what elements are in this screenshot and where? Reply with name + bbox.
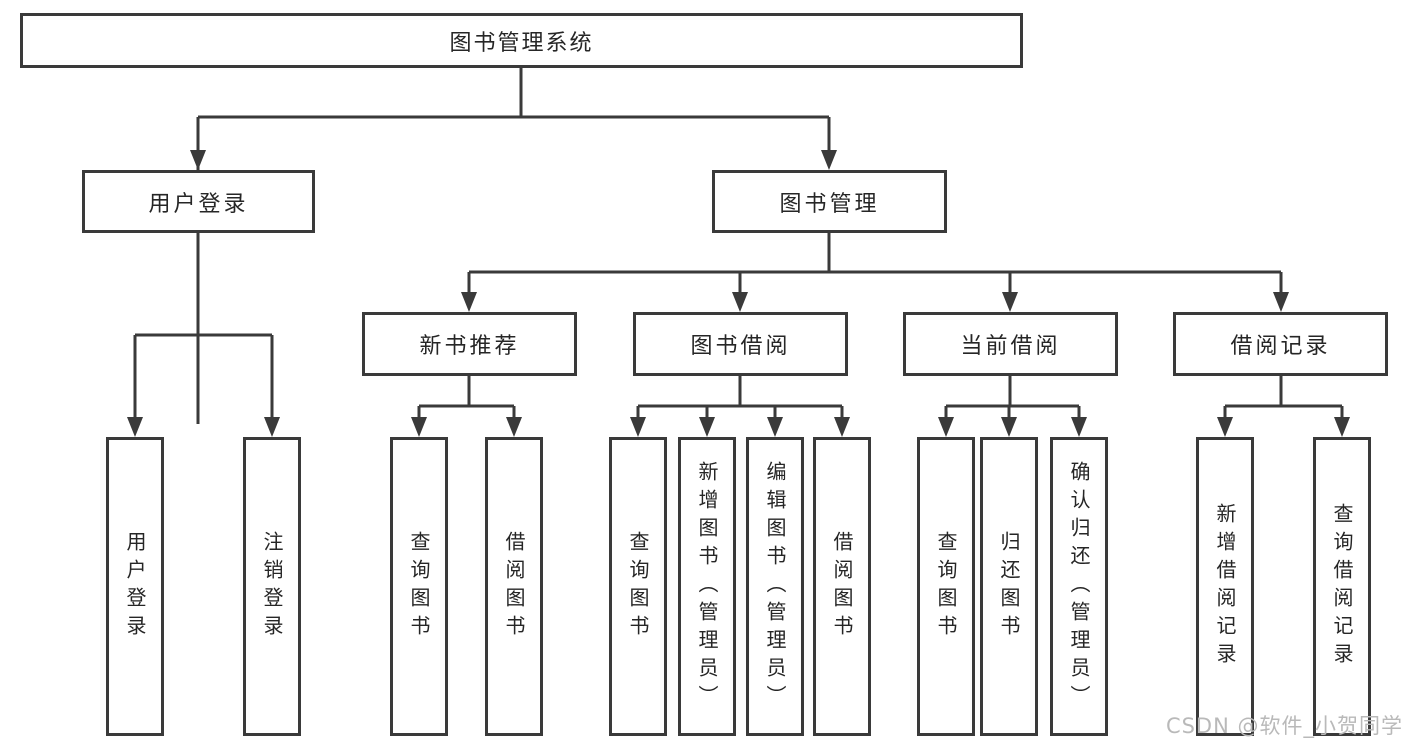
node-label: 当前借阅 [960,334,1061,359]
node-borrow-records: 借阅记录 [1173,312,1388,376]
node-label: 新增图书（管理员） [695,460,719,713]
node-label: 图书管理系统 [449,30,594,56]
node-label: 归还图书 [997,530,1021,643]
arrow-down-icon [264,417,280,437]
node-label: 查询图书 [934,530,958,643]
arrow-down-icon [1071,417,1087,437]
arrow-down-icon [821,150,837,170]
node-label: 确认归还（管理员） [1067,460,1091,713]
node-root-system: 图书管理系统 [20,13,1023,68]
arrow-down-icon [1002,292,1018,312]
node-label: 新增借阅记录 [1213,502,1237,671]
node-label: 查询图书 [626,530,650,643]
arrow-down-icon [506,417,522,437]
leaf-query-books-current: 查询图书 [917,437,975,736]
leaf-query-books-recommend: 查询图书 [390,437,448,736]
node-label: 编辑图书（管理员） [763,460,787,713]
node-label: 用户登录 [123,530,147,643]
arrow-down-icon [1217,417,1233,437]
node-label: 借阅图书 [502,530,526,643]
leaf-borrow-books: 借阅图书 [813,437,871,736]
arrow-down-icon [411,417,427,437]
node-label: 注销登录 [260,530,284,643]
leaf-confirm-return-admin: 确认归还（管理员） [1050,437,1108,736]
node-label: 查询图书 [407,530,431,643]
connector-borrow-record-branch [1223,376,1344,424]
node-label: 借阅图书 [830,530,854,643]
node-book-borrow: 图书借阅 [633,312,848,376]
node-book-management: 图书管理 [712,170,947,233]
leaf-return-book: 归还图书 [980,437,1038,736]
arrow-down-icon [127,417,143,437]
leaf-add-borrow-record: 新增借阅记录 [1196,437,1254,736]
connector-book-management-branch [467,233,1283,298]
arrow-down-icon [1334,417,1350,437]
leaf-query-books-borrow: 查询图书 [609,437,667,736]
node-label: 查询借阅记录 [1330,502,1354,671]
leaf-borrow-books-recommend: 借阅图书 [485,437,543,736]
connector-book-borrow-branch [636,376,844,424]
leaf-edit-book-admin: 编辑图书（管理员） [746,437,804,736]
node-label: 图书管理 [779,191,880,217]
leaf-user-login: 用户登录 [106,437,164,736]
leaf-logout: 注销登录 [243,437,301,736]
node-new-book-recommend: 新书推荐 [362,312,577,376]
node-current-borrow: 当前借阅 [903,312,1118,376]
connector-user-login-branch [133,233,274,424]
node-user-login: 用户登录 [82,170,315,233]
arrow-down-icon [767,417,783,437]
arrow-down-icon [938,417,954,437]
leaf-add-book-admin: 新增图书（管理员） [678,437,736,736]
csdn-watermark: CSDN @软件_小贺同学 [1165,714,1403,738]
arrow-down-icon [1273,292,1289,312]
node-label: 图书借阅 [690,334,791,359]
arrow-down-icon [732,292,748,312]
node-label: 用户登录 [148,191,249,217]
arrow-down-icon [1001,417,1017,437]
arrow-down-icon [190,150,206,170]
arrow-down-icon [630,417,646,437]
node-label: 借阅记录 [1230,334,1331,359]
arrow-down-icon [834,417,850,437]
connector-current-borrow-branch [944,376,1081,424]
leaf-query-borrow-record: 查询借阅记录 [1313,437,1371,736]
node-label: 新书推荐 [419,334,520,359]
connector-new-book-branch [417,376,516,424]
arrow-down-icon [699,417,715,437]
arrow-down-icon [461,292,477,312]
